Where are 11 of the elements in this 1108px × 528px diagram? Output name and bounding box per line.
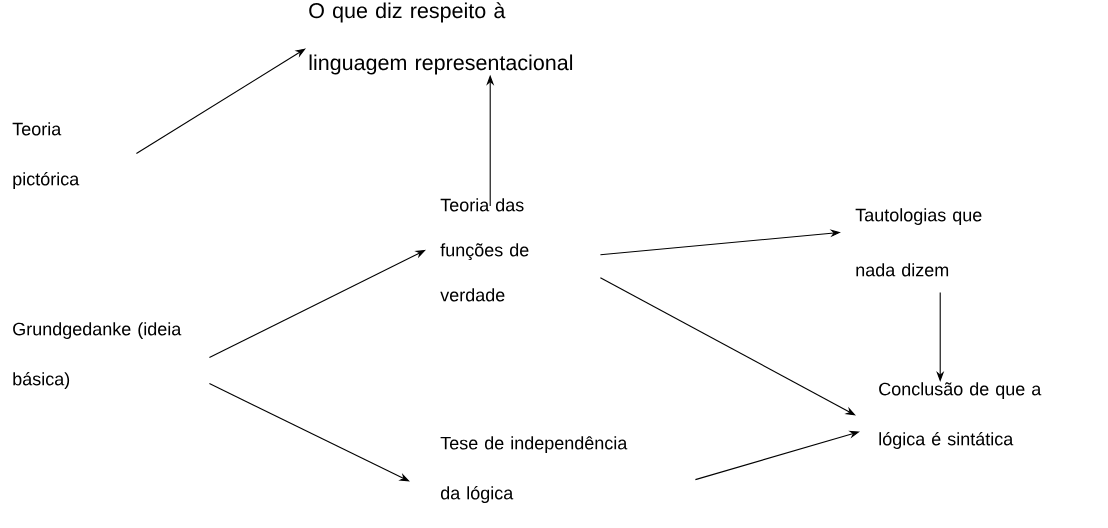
text-label: O que diz respeito à linguagem representacional	[309, 2, 573, 75]
arrow	[599, 277, 856, 416]
text-label: Teoria das funções de verdade	[440, 198, 529, 302]
text-label: Teoria pictórica	[12, 122, 80, 189]
text-label: Grundgedanke (ideia básica)	[13, 322, 182, 389]
text-label: Conclusão de que a lógica é sintática	[879, 382, 1042, 449]
arrow	[135, 48, 306, 155]
arrow	[208, 383, 410, 482]
arrow	[208, 249, 426, 359]
text-label: Tese de independência da lógica	[440, 436, 628, 504]
text-label: Tautologias que nada dizem	[855, 208, 982, 277]
